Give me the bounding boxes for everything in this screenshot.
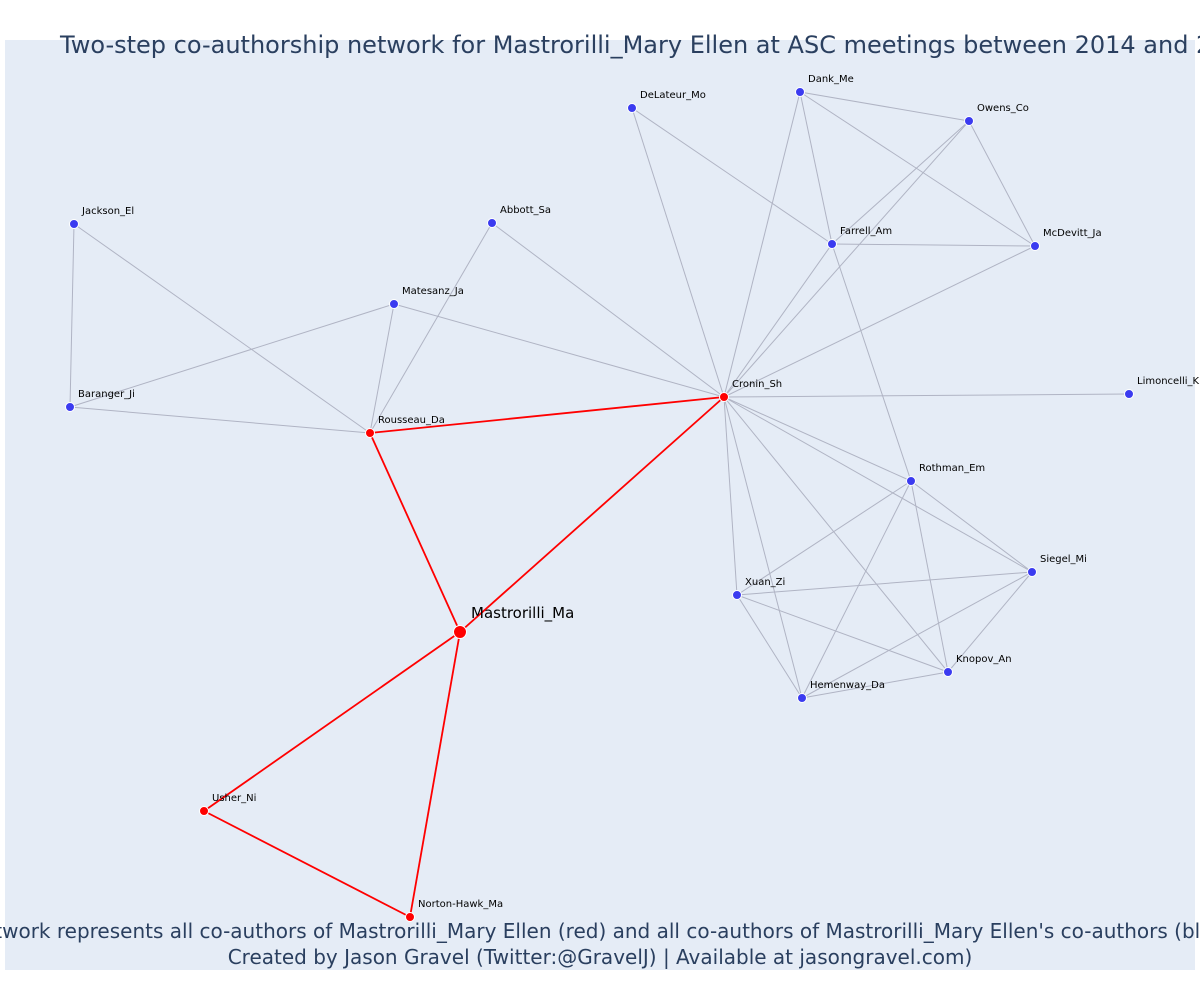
node-label-Knopov_An: Knopov_An (956, 654, 1012, 665)
edge-Rothman_Em-Hemenway_Da (801, 480, 912, 699)
node-label-Cronin_Sh: Cronin_Sh (732, 379, 782, 390)
edge-Rothman_Em-Siegel_Mi (910, 480, 1033, 573)
edge-Farrell_Am-Cronin_Sh (723, 243, 833, 398)
node-label-Farrell_Am: Farrell_Am (840, 226, 892, 237)
edge-Usher_Ni-Norton-Hawk_Ma (203, 810, 411, 918)
edge-Owens_Co-Cronin_Sh (723, 120, 970, 398)
node-Owens_Co[interactable] (964, 116, 974, 126)
node-label-Matesanz_Ja: Matesanz_Ja (402, 286, 464, 297)
node-Abbott_Sa[interactable] (487, 218, 497, 228)
node-DeLateur_Mo[interactable] (627, 103, 637, 113)
plot-background (5, 40, 1195, 970)
edge-Baranger_Ji-Matesanz_Ja (69, 303, 395, 408)
node-label-Rousseau_Da: Rousseau_Da (378, 415, 445, 426)
edge-McDevitt_Ja-Cronin_Sh (723, 245, 1036, 398)
edge-Rousseau_Da-Cronin_Sh (369, 396, 725, 434)
edge-Knopov_An-Hemenway_Da (801, 671, 949, 699)
edge-DeLateur_Mo-Farrell_Am (631, 107, 833, 245)
edge-Abbott_Sa-Cronin_Sh (491, 222, 725, 398)
edge-Cronin_Sh-Rothman_Em (723, 396, 912, 482)
node-McDevitt_Ja[interactable] (1030, 241, 1040, 251)
node-label-Norton-Hawk_Ma: Norton-Hawk_Ma (418, 899, 503, 910)
edge-Owens_Co-McDevitt_Ja (968, 120, 1036, 247)
edge-Mastrorilli_Ma-Rousseau_Da (369, 432, 461, 633)
node-Xuan_Zi[interactable] (732, 590, 742, 600)
node-label-Siegel_Mi: Siegel_Mi (1040, 554, 1087, 565)
node-layer (65, 87, 1134, 922)
edge-Mastrorilli_Ma-Norton-Hawk_Ma (409, 631, 461, 918)
edge-Siegel_Mi-Hemenway_Da (801, 571, 1033, 699)
node-Knopov_An[interactable] (943, 667, 953, 677)
node-Dank_Me[interactable] (795, 87, 805, 97)
edge-DeLateur_Mo-Cronin_Sh (631, 107, 725, 398)
edge-Dank_Me-Farrell_Am (799, 91, 833, 245)
node-Hemenway_Da[interactable] (797, 693, 807, 703)
edge-Cronin_Sh-Knopov_An (723, 396, 949, 673)
edge-Matesanz_Ja-Rousseau_Da (369, 303, 395, 434)
edge-Dank_Me-Cronin_Sh (723, 91, 801, 398)
edge-Cronin_Sh-Xuan_Zi (723, 396, 738, 596)
caption-line-2: Created by Jason Gravel (Twitter:@Gravel… (228, 945, 973, 969)
edge-Abbott_Sa-Rousseau_Da (369, 222, 493, 434)
edge-Cronin_Sh-Limoncelli_K (723, 393, 1130, 398)
edge-Xuan_Zi-Hemenway_Da (736, 594, 803, 699)
node-Rothman_Em[interactable] (906, 476, 916, 486)
edge-Rothman_Em-Xuan_Zi (736, 480, 912, 596)
edge-Cronin_Sh-Hemenway_Da (723, 396, 803, 699)
node-label-Limoncelli_K: Limoncelli_K (1137, 376, 1200, 387)
node-Siegel_Mi[interactable] (1027, 567, 1037, 577)
chart-title: Two-step co-authorship network for Mastr… (59, 31, 1200, 59)
node-label-Abbott_Sa: Abbott_Sa (500, 205, 551, 216)
node-label-Jackson_El: Jackson_El (81, 206, 134, 217)
node-label-Baranger_Ji: Baranger_Ji (78, 389, 135, 400)
node-label-McDevitt_Ja: McDevitt_Ja (1043, 228, 1102, 239)
node-label-Mastrorilli_Ma: Mastrorilli_Ma (471, 604, 574, 623)
edge-Rothman_Em-Knopov_An (910, 480, 949, 673)
node-label-Owens_Co: Owens_Co (977, 103, 1029, 114)
edge-Mastrorilli_Ma-Cronin_Sh (459, 396, 725, 633)
edge-Dank_Me-McDevitt_Ja (799, 91, 1036, 247)
node-label-Rothman_Em: Rothman_Em (919, 463, 985, 474)
edge-Farrell_Am-McDevitt_Ja (831, 243, 1036, 247)
node-label-Dank_Me: Dank_Me (808, 74, 854, 85)
edge-layer (69, 91, 1130, 918)
node-Usher_Ni[interactable] (199, 806, 209, 816)
edge-Cronin_Sh-Siegel_Mi (723, 396, 1033, 573)
node-Cronin_Sh[interactable] (719, 392, 729, 402)
node-label-Usher_Ni: Usher_Ni (212, 793, 256, 804)
edge-Baranger_Ji-Rousseau_Da (69, 406, 371, 434)
edge-Owens_Co-Farrell_Am (831, 120, 970, 245)
caption-line-1: Network represents all co-authors of Mas… (0, 919, 1200, 943)
edge-Farrell_Am-Rothman_Em (831, 243, 912, 482)
node-Farrell_Am[interactable] (827, 239, 837, 249)
node-Jackson_El[interactable] (69, 219, 79, 229)
node-Rousseau_Da[interactable] (365, 428, 375, 438)
node-Mastrorilli_Ma[interactable] (453, 625, 467, 639)
node-Baranger_Ji[interactable] (65, 402, 75, 412)
node-label-Hemenway_Da: Hemenway_Da (810, 680, 885, 691)
edge-Jackson_El-Baranger_Ji (69, 223, 75, 408)
edge-Siegel_Mi-Xuan_Zi (736, 571, 1033, 596)
node-label-Xuan_Zi: Xuan_Zi (745, 577, 785, 588)
edge-Dank_Me-Owens_Co (799, 91, 970, 122)
node-label-DeLateur_Mo: DeLateur_Mo (640, 90, 706, 101)
node-Limoncelli_K[interactable] (1124, 389, 1134, 399)
edge-Siegel_Mi-Knopov_An (947, 571, 1033, 673)
edge-Matesanz_Ja-Cronin_Sh (393, 303, 725, 398)
node-Matesanz_Ja[interactable] (389, 299, 399, 309)
edge-Xuan_Zi-Knopov_An (736, 594, 949, 673)
node-Norton-Hawk_Ma[interactable] (405, 912, 415, 922)
label-layer: Mastrorilli_Ma Rousseau_Da Cronin_ShUsher_… (78, 74, 1200, 910)
edge-Mastrorilli_Ma-Usher_Ni (203, 631, 461, 812)
edge-Jackson_El-Rousseau_Da (73, 223, 371, 434)
